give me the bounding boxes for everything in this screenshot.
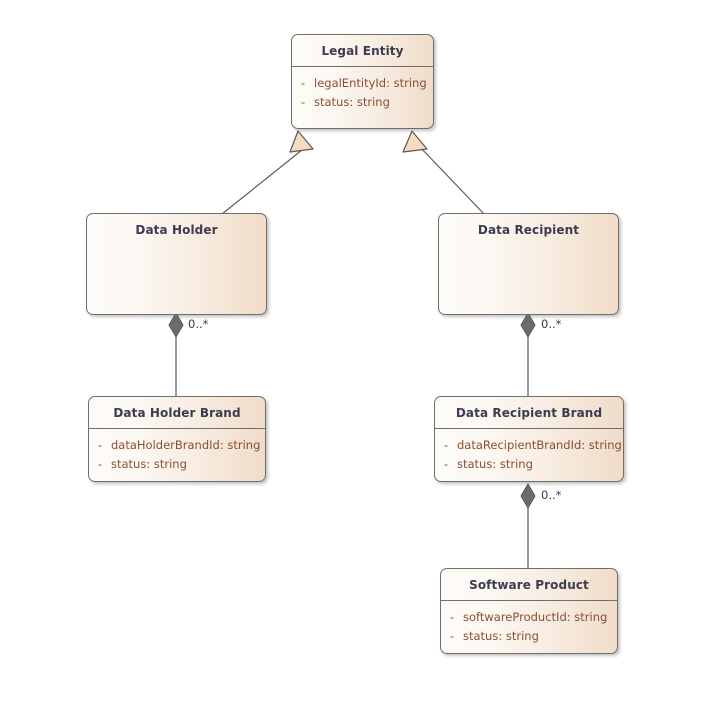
composition-diamond-software-product — [520, 483, 536, 509]
attribute-text: dataRecipientBrandId: string — [457, 438, 622, 452]
multiplicity-label-software-product: 0..* — [541, 488, 562, 502]
class-box-data-holder-brand[interactable]: Data Holder Brand - dataHolderBrandId: s… — [88, 396, 266, 482]
attribute-row: - status: string — [435, 455, 623, 474]
attribute-visibility: - — [449, 629, 455, 643]
attribute-row: - status: string — [89, 455, 265, 474]
class-title-data-holder-brand: Data Holder Brand — [89, 397, 265, 429]
attribute-row: - legalEntityId: string — [292, 74, 433, 93]
attribute-visibility: - — [97, 438, 103, 452]
class-box-software-product[interactable]: Software Product - softwareProductId: st… — [440, 568, 618, 654]
class-box-data-recipient-brand[interactable]: Data Recipient Brand - dataRecipientBran… — [434, 396, 624, 482]
attribute-text: softwareProductId: string — [463, 610, 608, 624]
attribute-row: - status: string — [292, 93, 433, 112]
class-box-data-holder[interactable]: Data Holder — [86, 213, 267, 315]
attribute-row: - status: string — [441, 627, 617, 646]
class-box-data-recipient[interactable]: Data Recipient — [438, 213, 619, 315]
attribute-visibility: - — [300, 95, 306, 109]
attribute-visibility: - — [443, 438, 449, 452]
attribute-visibility: - — [443, 457, 449, 471]
multiplicity-label-data-recipient-brand: 0..* — [541, 317, 562, 331]
class-attributes-data-holder-brand: - dataHolderBrandId: string - status: st… — [89, 429, 265, 482]
class-title-data-recipient-brand: Data Recipient Brand — [435, 397, 623, 429]
composition-diamond-data-holder-brand — [168, 312, 184, 338]
attribute-text: status: string — [111, 457, 187, 471]
attribute-visibility: - — [300, 76, 306, 90]
generalization-line-data-recipient — [419, 146, 485, 215]
attribute-text: dataHolderBrandId: string — [111, 438, 261, 452]
class-attributes-data-recipient-brand: - dataRecipientBrandId: string - status:… — [435, 429, 623, 482]
class-title-data-holder: Data Holder — [135, 223, 218, 237]
generalization-arrowhead-data-recipient — [402, 130, 428, 153]
class-attributes-software-product: - softwareProductId: string - status: st… — [441, 601, 617, 654]
composition-diamond-data-recipient-brand — [520, 312, 536, 338]
generalization-arrowhead-data-holder — [289, 130, 314, 153]
attribute-row: - softwareProductId: string — [441, 608, 617, 627]
attribute-text: status: string — [457, 457, 533, 471]
class-title-data-recipient: Data Recipient — [477, 223, 580, 237]
generalization-line-data-holder — [221, 145, 308, 215]
attribute-text: status: string — [463, 629, 539, 643]
multiplicity-label-data-holder-brand: 0..* — [188, 317, 209, 331]
attribute-visibility: - — [97, 457, 103, 471]
attribute-text: legalEntityId: string — [314, 76, 427, 90]
class-box-legal-entity[interactable]: Legal Entity - legalEntityId: string - s… — [291, 34, 434, 129]
class-title-software-product: Software Product — [441, 569, 617, 601]
class-title-legal-entity: Legal Entity — [292, 35, 433, 67]
attribute-row: - dataRecipientBrandId: string — [435, 436, 623, 455]
attribute-visibility: - — [449, 610, 455, 624]
attribute-text: status: string — [314, 95, 390, 109]
attribute-row: - dataHolderBrandId: string — [89, 436, 265, 455]
class-attributes-legal-entity: - legalEntityId: string - status: string — [292, 67, 433, 120]
